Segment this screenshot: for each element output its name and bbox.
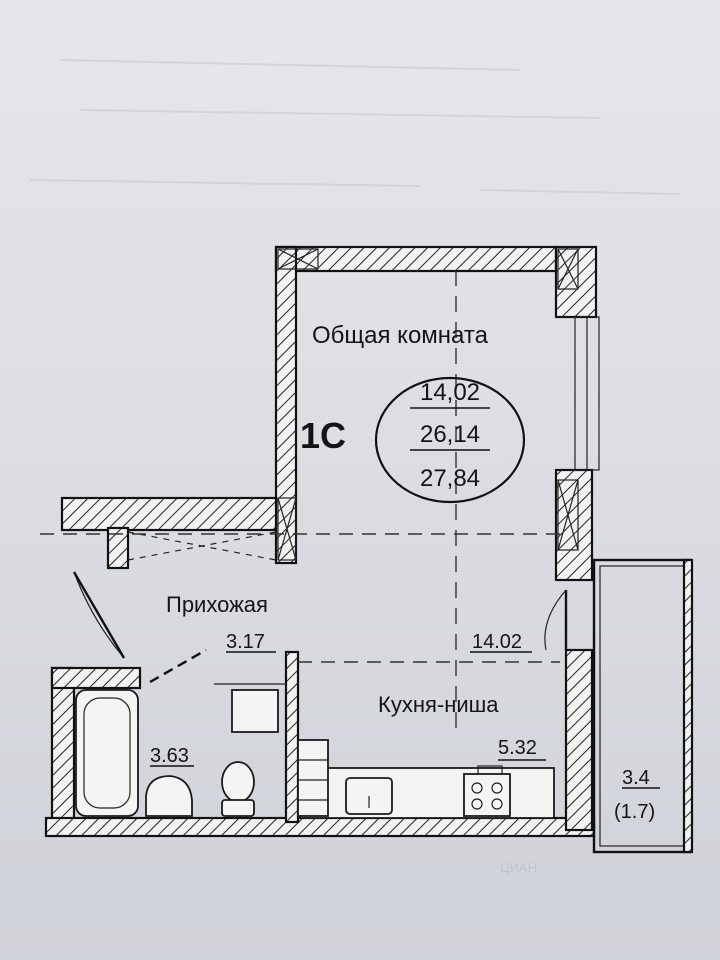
stove [463, 765, 511, 817]
beam-crossing [127, 531, 277, 561]
entrance-door [72, 571, 126, 659]
wall-bath-top [50, 666, 142, 690]
balcony [592, 558, 694, 854]
kitchen-name: Кухня-ниша [378, 692, 499, 717]
wall-bath-left [50, 666, 76, 832]
total-area-value: 26,14 [420, 421, 480, 448]
passage-area: 14.02 [472, 631, 522, 653]
wall-corridor-stub [106, 526, 130, 570]
living-room-name: Общая комната [312, 322, 489, 349]
wall-right-mid [554, 468, 594, 582]
bathroom-door [149, 648, 207, 684]
background-faint-text [29, 59, 681, 195]
window-right [574, 316, 600, 471]
washbasin [145, 775, 193, 817]
window-top-left [277, 248, 319, 270]
hall-area: 3.17 [226, 631, 265, 653]
window-right-top [557, 248, 579, 290]
wall-top [274, 245, 558, 273]
kitchen-counter [297, 739, 555, 819]
bathtub [75, 689, 139, 817]
bath-area: 3.63 [150, 745, 189, 767]
apartment-code: 1С [300, 415, 346, 456]
watermark: ЦИАН [500, 860, 537, 875]
balcony-door [544, 589, 568, 651]
wall-right-lower [564, 648, 594, 832]
crossed-shaft [277, 479, 579, 561]
washing-machine [214, 683, 286, 733]
balcony-area-reduced: (1.7) [614, 801, 655, 823]
area-circle [374, 376, 526, 504]
wall-right-upper [554, 245, 598, 319]
wall-bottom [44, 816, 596, 838]
hall-name: Прихожая [166, 592, 268, 617]
kitchen-area: 5.32 [498, 737, 537, 759]
living-area-value: 14,02 [420, 379, 480, 406]
balcony-total-area-value: 27,84 [420, 465, 480, 492]
balcony-area: 3.4 [622, 767, 650, 789]
toilet [221, 761, 255, 817]
wall-partition [284, 650, 300, 824]
wall-left-living [274, 245, 298, 565]
wall-corridor-top [60, 496, 278, 532]
